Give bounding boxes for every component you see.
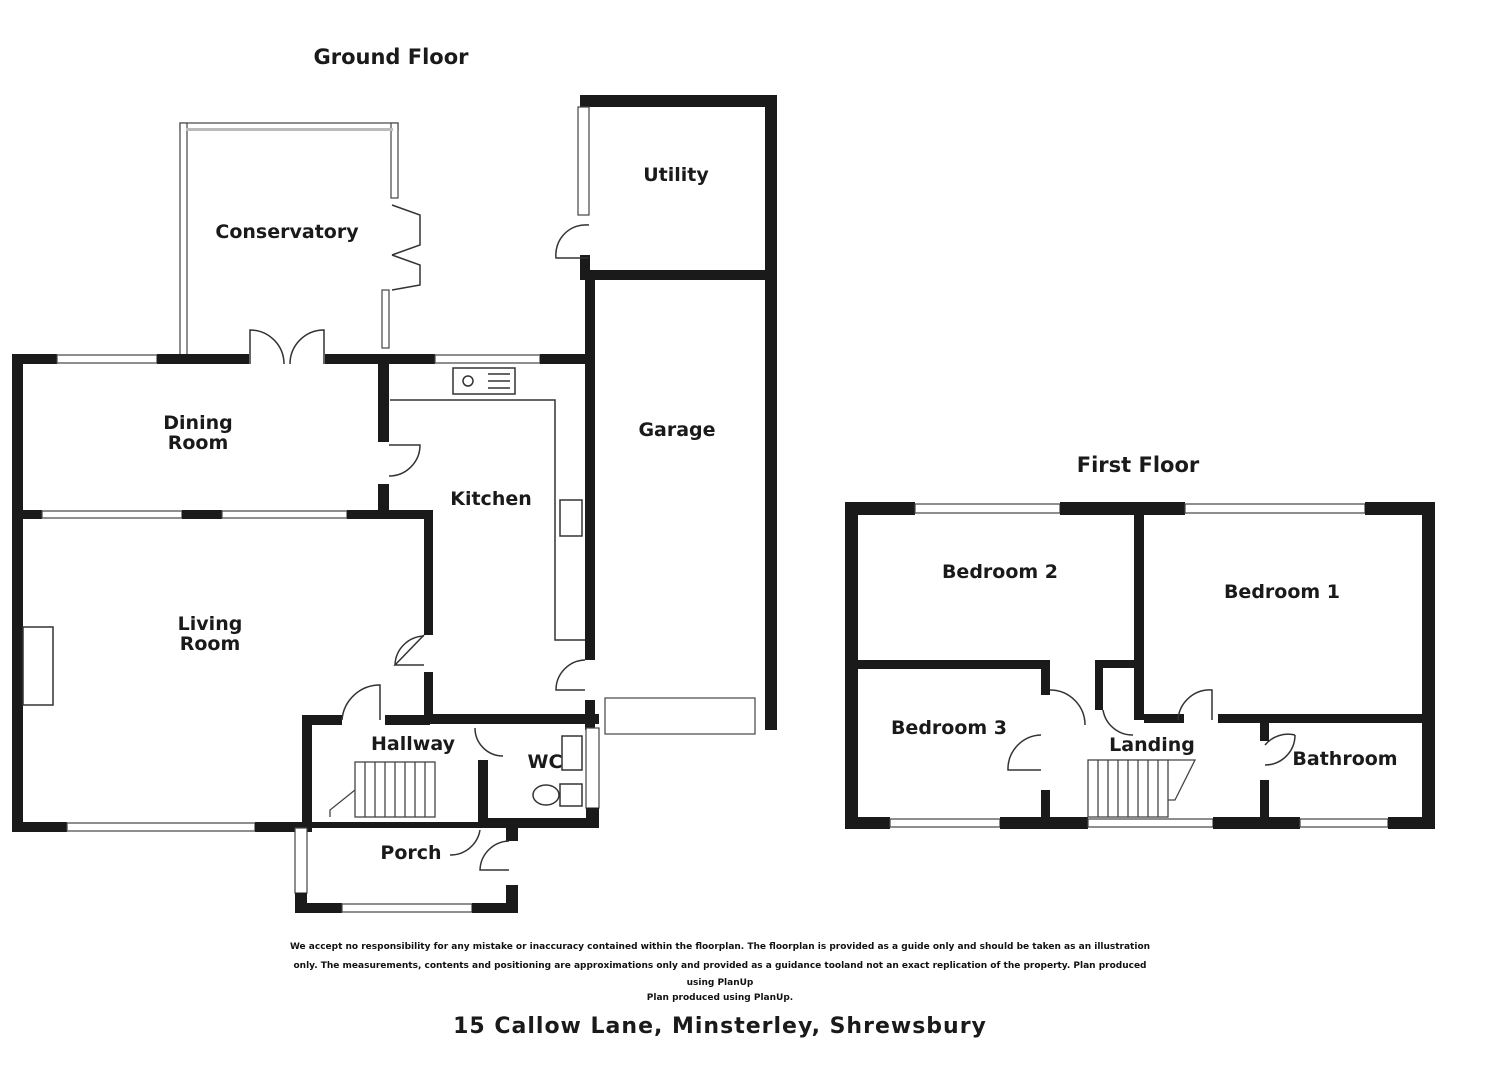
property-address: 15 Callow Lane, Minsterley, Shrewsbury — [453, 1014, 987, 1039]
ground-doors — [249, 204, 590, 871]
room-label-porch: Porch — [380, 842, 441, 864]
room-label-bedroom-2: Bedroom 2 — [942, 561, 1058, 583]
room-label-garage: Garage — [638, 419, 715, 441]
disclaimer-line-2: only. The measurements, contents and pos… — [293, 961, 1147, 971]
room-label-bathroom: Bathroom — [1292, 748, 1397, 770]
room-label-hallway: Hallway — [371, 733, 456, 755]
ground-floor-plan — [12, 95, 777, 913]
room-label-utility: Utility — [643, 164, 709, 186]
kitchen-garage-walls — [390, 95, 777, 735]
room-label-landing: Landing — [1109, 734, 1195, 756]
first-floor-plan — [845, 502, 1435, 829]
room-label-dining-line1: Dining — [163, 412, 232, 434]
disclaimer-line-1: We accept no responsibility for any mist… — [289, 942, 1151, 952]
room-label-dining-line2: Room — [168, 432, 229, 454]
house-walls — [12, 354, 590, 832]
room-label-living-line2: Room — [180, 633, 241, 655]
utility-walls — [577, 95, 777, 280]
ground-floor-title: Ground Floor — [313, 45, 469, 69]
room-label-conservatory: Conservatory — [215, 221, 359, 243]
disclaimer-line-4: Plan produced using PlanUp. — [646, 993, 794, 1003]
hallway-porch-walls — [294, 715, 600, 913]
room-label-bedroom-1: Bedroom 1 — [1224, 581, 1340, 603]
first-floor-title: First Floor — [1077, 453, 1200, 477]
room-label-wc: WC — [528, 751, 563, 773]
room-label-bedroom-3: Bedroom 3 — [891, 717, 1007, 739]
room-label-kitchen: Kitchen — [450, 488, 532, 510]
room-label-living-line1: Living — [178, 613, 243, 635]
disclaimer: We accept no responsibility for any mist… — [215, 938, 1225, 1006]
disclaimer-line-3: using PlanUp — [686, 978, 754, 988]
